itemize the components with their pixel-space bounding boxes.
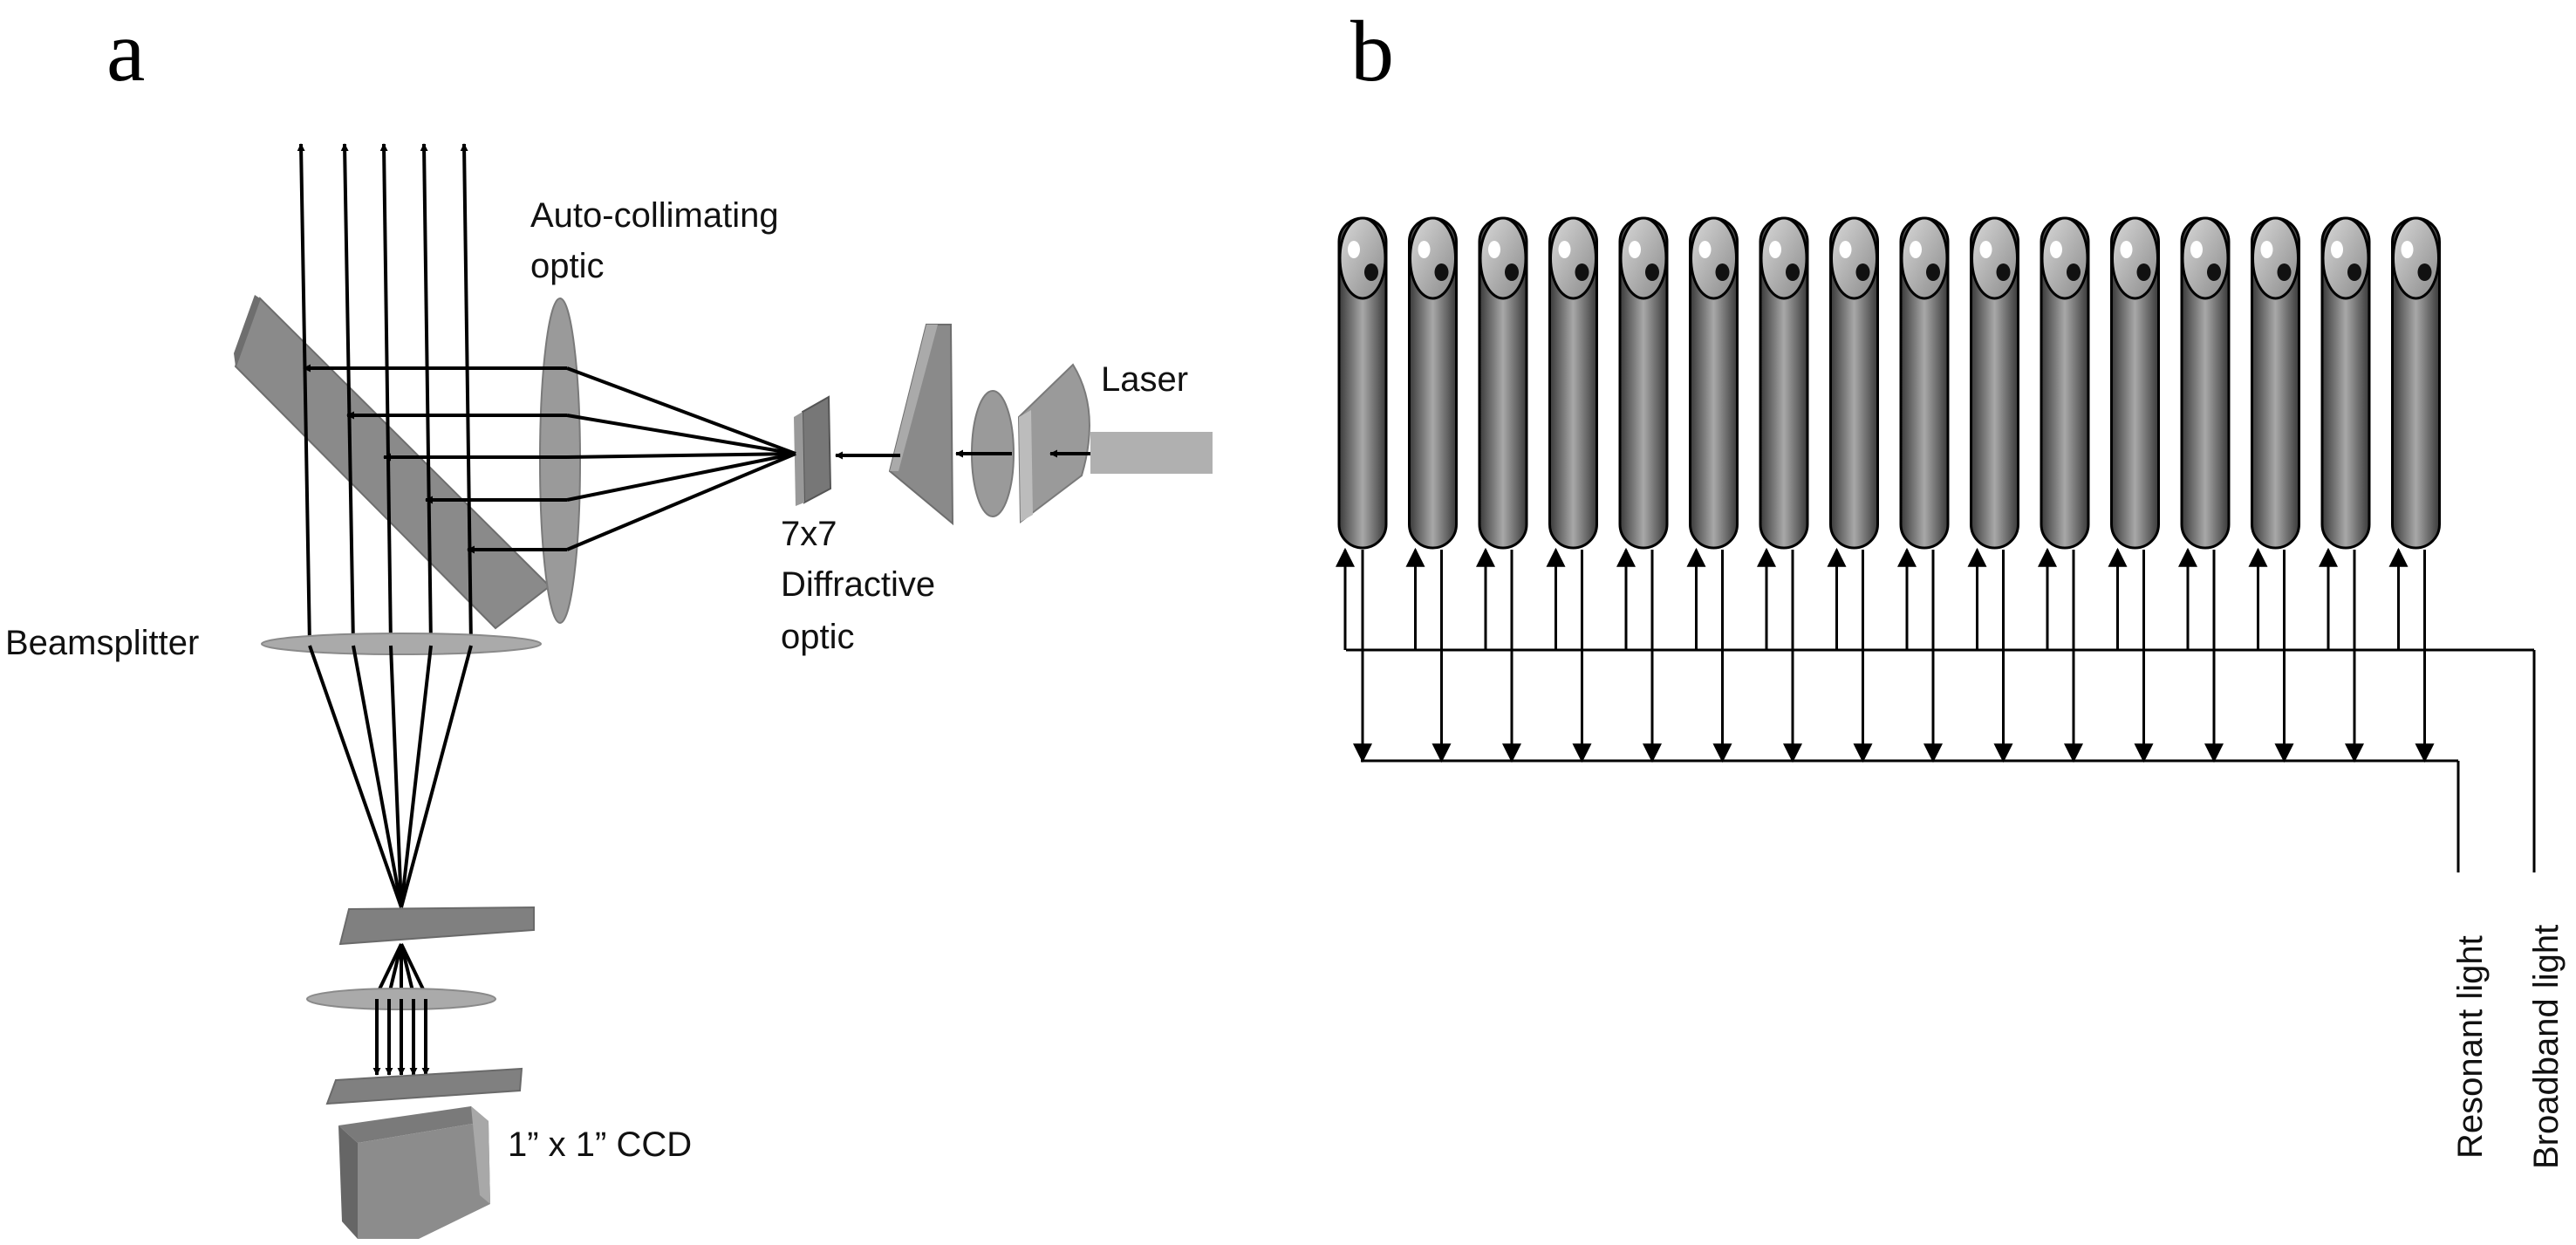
- fiber: [1548, 216, 1598, 550]
- fiber-core-dot: [1855, 263, 1870, 281]
- fiber-highlight-dot: [1558, 241, 1571, 258]
- auto-collimating-lens: [539, 298, 581, 624]
- fiber-core-dot: [1364, 263, 1378, 281]
- diffractive-optic: [801, 395, 832, 504]
- fiber: [2180, 216, 2231, 550]
- panel-b: b Resonant light Broadband light: [1336, 3, 2566, 1169]
- fiber-highlight-dot: [1979, 241, 1992, 258]
- fiber-core-dot: [1434, 263, 1449, 281]
- fiber: [1829, 216, 1879, 550]
- fiber: [1689, 216, 1739, 550]
- converging-rays: [308, 645, 473, 908]
- ccd-label: 1” x 1” CCD: [508, 1125, 692, 1164]
- panel-a: a: [5, 3, 1213, 1239]
- fiber-core-dot: [1786, 263, 1800, 281]
- fiber-highlight-dot: [1698, 241, 1712, 258]
- fiber-core-dot: [2417, 263, 2432, 281]
- ccd-rays: [372, 999, 430, 1076]
- fiber-highlight-dot: [2331, 241, 2343, 258]
- fiber-highlight-dot: [1629, 241, 1641, 258]
- fiber-core-dot: [2347, 263, 2361, 281]
- laser-label: Laser: [1101, 360, 1188, 399]
- fiber-core-dot: [1505, 263, 1519, 281]
- fiber-core-dot: [2136, 263, 2151, 281]
- beamsplitter-label: Beamsplitter: [5, 624, 199, 662]
- collimating-label-line1: Auto-collimating: [530, 196, 779, 235]
- fiber-highlight-dot: [2401, 241, 2414, 258]
- fan-rays: [566, 366, 796, 551]
- diffractive-label-line1: 7x7: [781, 515, 837, 553]
- fiber: [2110, 216, 2160, 550]
- tilted-beamsplitter-plate: [234, 297, 551, 630]
- fiber-highlight-dot: [1418, 241, 1431, 258]
- fiber: [2320, 216, 2371, 550]
- fiber-highlight-dot: [2120, 241, 2133, 258]
- fiber: [1759, 216, 1809, 550]
- resonant-light-label: Resonant light: [2451, 935, 2490, 1159]
- fiber: [1408, 216, 1458, 550]
- fiber-core-dot: [2067, 263, 2081, 281]
- fiber-highlight-dot: [2050, 241, 2062, 258]
- fiber-highlight-dot: [1839, 241, 1852, 258]
- fiber-core-dot: [1926, 263, 1940, 281]
- fiber-core-dot: [1645, 263, 1659, 281]
- fiber-highlight-dot: [1348, 241, 1360, 258]
- fiber-core-dot: [1996, 263, 2011, 281]
- upward-rays: [297, 143, 473, 646]
- upper-plate: [338, 906, 535, 946]
- fiber-core-dot: [1575, 263, 1589, 281]
- fiber: [2040, 216, 2090, 550]
- fiber: [1478, 216, 1528, 550]
- diffractive-label-line2: Diffractive: [781, 565, 935, 604]
- fiber-highlight-dot: [1769, 241, 1781, 258]
- beamsplitter-lens: [261, 633, 542, 655]
- fiber-core-dot: [2277, 263, 2292, 281]
- fiber-highlight-dot: [2190, 241, 2203, 258]
- broadband-light-label: Broadband light: [2527, 925, 2566, 1169]
- fiber: [1899, 216, 1950, 550]
- ccd-camera: [338, 1106, 490, 1239]
- fiber-highlight-dot: [2260, 241, 2273, 258]
- fiber: [2391, 216, 2441, 550]
- fiber-core-dot: [2207, 263, 2221, 281]
- fiber-highlight-dot: [1910, 241, 1922, 258]
- diffractive-label-line3: optic: [781, 618, 855, 656]
- fiber-core-dot: [1715, 263, 1730, 281]
- lower-plate: [325, 1067, 523, 1105]
- plano-convex-lens: [1017, 363, 1090, 523]
- diverging-rays: [375, 943, 427, 995]
- fiber: [2251, 216, 2300, 550]
- fiber-array: [1336, 216, 2441, 763]
- fiber: [1618, 216, 1669, 550]
- fiber: [1337, 216, 1388, 550]
- laser-box: [1090, 432, 1213, 474]
- panel-b-letter: b: [1350, 3, 1394, 99]
- fiber-highlight-dot: [1488, 241, 1500, 258]
- collimating-label-line2: optic: [530, 247, 605, 285]
- fiber: [1970, 216, 2019, 550]
- panel-a-letter: a: [106, 3, 145, 99]
